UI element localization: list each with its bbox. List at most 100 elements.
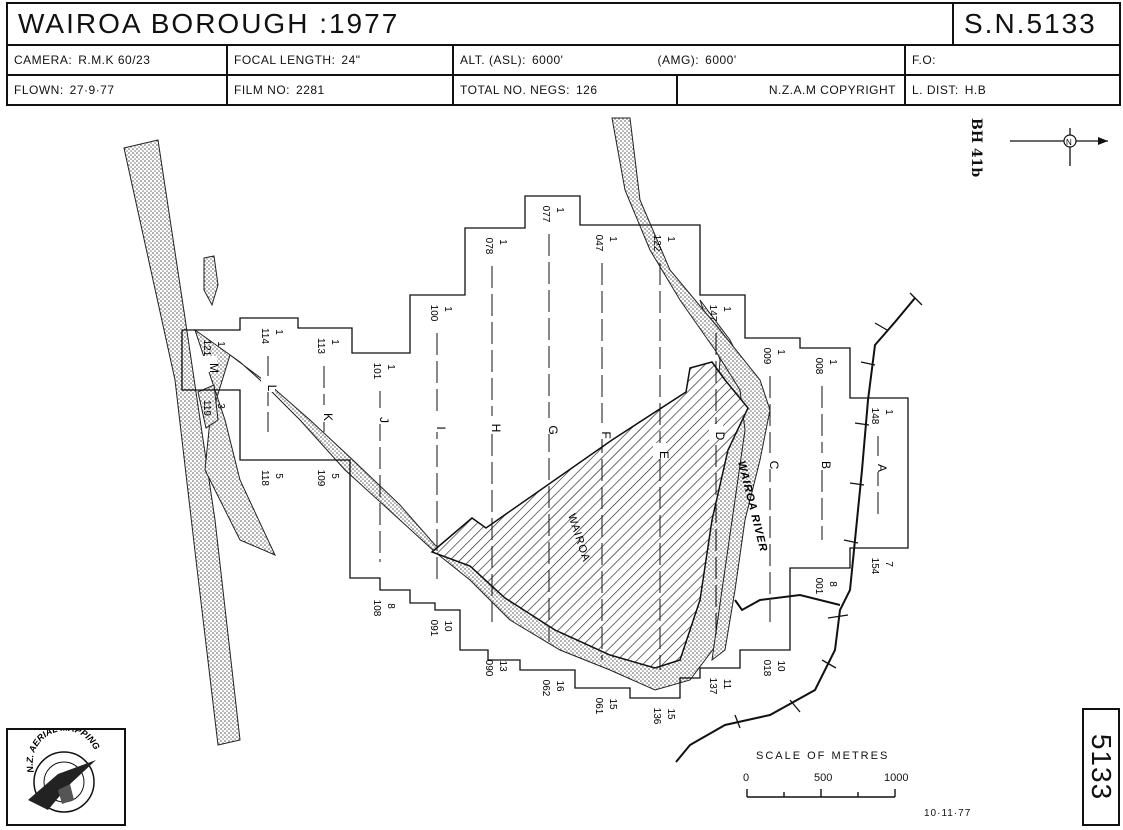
film-label: FILM NO: <box>234 83 291 97</box>
strip-letter-g: G <box>546 425 560 434</box>
scale-label-0: 0 <box>743 772 750 784</box>
strip-start-num: 1 <box>883 409 894 415</box>
strip-end-num: 13 <box>497 660 508 672</box>
scale-label-1000: 1000 <box>884 772 909 784</box>
strip-letter-bg <box>430 416 444 432</box>
strip-end-frame: 119 <box>201 400 212 416</box>
map-title-text: WAIROA BOROUGH :1977 <box>18 8 400 39</box>
fo-label: F.O: <box>912 53 937 67</box>
company-logo: N.Z. AERIAL MAPPING <box>6 723 126 826</box>
strip-end-frame: 061 <box>593 698 604 715</box>
strip-start-num: 1 <box>215 341 226 347</box>
sheet-number-text: S.N.5133 <box>964 8 1097 39</box>
logo-emblem-icon: N.Z. AERIAL MAPPING <box>25 723 102 813</box>
strip-end-num: 5 <box>273 473 284 479</box>
alt-amg-value: 6000' <box>705 53 737 67</box>
strip-letter-d: D <box>713 432 727 441</box>
flown-value: 27·9·77 <box>69 83 115 97</box>
strip-end-frame: 090 <box>483 660 494 677</box>
strip-end-frame: 136 <box>651 708 662 725</box>
flown-cell: FLOWN: 27·9·77 <box>8 76 228 104</box>
island <box>197 384 219 429</box>
strip-start-num: 1 <box>329 339 340 345</box>
strip-letter-bg <box>763 453 777 469</box>
camera-cell: CAMERA: R.M.K 60/23 <box>8 46 228 76</box>
strip-letter-a: A <box>875 464 889 472</box>
strip-end-frame: 018 <box>761 660 772 677</box>
sheet-number-box: 5133 <box>1082 708 1120 826</box>
copyright-text: N.Z.A.M COPYRIGHT <box>768 83 896 97</box>
corner-label-text: BH 41b <box>968 118 984 178</box>
strip-letter-bg <box>261 376 275 392</box>
strip-end-num: 15 <box>607 698 618 710</box>
camera-value: R.M.K 60/23 <box>78 53 151 67</box>
strip-start-num: 1 <box>554 207 565 213</box>
strip-letter-bg <box>815 453 829 469</box>
strip-start-frame: 078 <box>483 238 494 255</box>
strip-letter-bg <box>373 408 387 424</box>
road-ticks <box>734 292 923 729</box>
strip-start-frame: 101 <box>371 363 382 380</box>
strip-letter-k: K <box>321 413 335 421</box>
strip-start-num: 1 <box>775 349 786 355</box>
strip-end-frame: 109 <box>315 470 326 487</box>
scale-label-500: 500 <box>814 772 833 784</box>
road-branch <box>734 593 841 612</box>
film-value: 2281 <box>296 83 325 97</box>
strip-end-frame: 154 <box>869 558 880 575</box>
ldist-value: H.B <box>964 83 987 97</box>
strip-start-num: 1 <box>721 306 732 312</box>
strip-letter-h: H <box>489 424 503 433</box>
fo-cell: F.O: <box>906 46 1119 76</box>
strip-end-num: 3 <box>215 403 226 409</box>
strip-end-frame: 137 <box>707 678 718 695</box>
wairoa-town-area <box>430 361 749 669</box>
strip-letter-b: B <box>819 461 833 469</box>
coastal-strip <box>123 139 241 746</box>
flown-label: FLOWN: <box>14 83 64 97</box>
strip-start-num: 1 <box>273 329 284 335</box>
strip-end-frame: 062 <box>540 680 551 697</box>
north-label: N <box>1066 138 1072 147</box>
scale-bar <box>746 789 896 798</box>
north-arrow-icon <box>1010 128 1108 166</box>
coverage-boundary <box>181 195 909 699</box>
strip-letter-j: J <box>377 417 391 423</box>
strip-letter-m: M <box>207 363 221 373</box>
strip-start-frame: 008 <box>813 358 824 375</box>
ldist-cell: L. DIST: H.B <box>906 76 1119 104</box>
strip-letter-e: E <box>657 451 671 459</box>
altitude-cell: ALT. (ASL): 6000' (AMG): 6000' <box>454 46 906 76</box>
strip-start-num: 1 <box>385 364 396 370</box>
strip-letter-bg <box>595 423 609 439</box>
strip-letter-bg <box>871 456 885 472</box>
strip-letter-l: L <box>265 385 279 392</box>
strip-end-num: 8 <box>827 581 838 587</box>
negs-cell: TOTAL NO. NEGS: 126 <box>454 76 678 104</box>
scale-title: SCALE OF METRES <box>756 750 890 762</box>
strip-start-frame: 121 <box>201 340 212 357</box>
strip-start-frame: 148 <box>869 408 880 425</box>
focal-value: 24" <box>341 53 361 67</box>
island <box>203 255 219 307</box>
strip-end-num: 11 <box>721 679 732 690</box>
strip-end-frame: 118 <box>259 470 270 486</box>
strip-start-frame: 100 <box>428 305 439 322</box>
strip-end-num: 15 <box>665 708 676 720</box>
negs-value: 126 <box>575 83 598 97</box>
strip-start-frame: 122 <box>651 235 662 252</box>
road <box>675 297 916 763</box>
film-cell: FILM NO: 2281 <box>228 76 454 104</box>
alt-amg-label: (AMG): <box>657 53 700 67</box>
strip-end-num: 16 <box>554 680 565 692</box>
strip-letter-bg <box>317 405 331 421</box>
corner-label: BH 41b <box>968 118 984 178</box>
alt-asl-value: 6000' <box>531 53 564 67</box>
strip-letter-bg <box>709 424 723 440</box>
focal-cell: FOCAL LENGTH: 24" <box>228 46 454 76</box>
map-title: WAIROA BOROUGH :1977 <box>8 4 954 46</box>
strip-start-num: 1 <box>497 239 508 245</box>
sheet-number-vertical: 5133 <box>1086 733 1118 801</box>
strip-end-frame: 108 <box>371 600 382 617</box>
strip-end-frame: 091 <box>428 620 439 637</box>
